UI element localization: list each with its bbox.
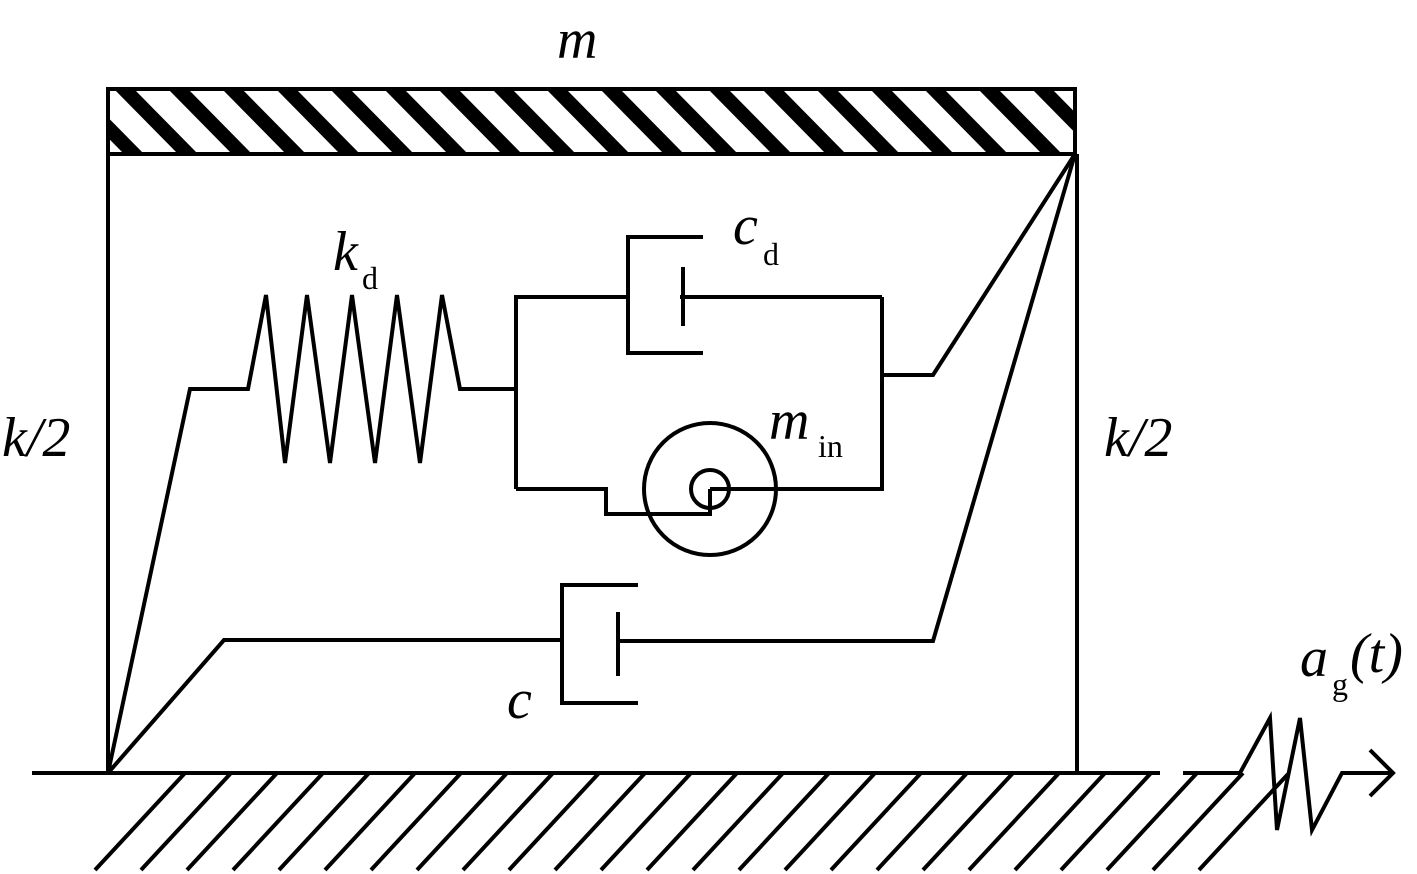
inerter-subscript: in <box>818 428 843 464</box>
damper-cd-subscript: d <box>763 236 779 272</box>
mass-hatch-stripe <box>600 89 684 154</box>
ground <box>32 771 1291 872</box>
damper-c <box>106 153 1077 775</box>
damper-c-label: c <box>507 669 532 731</box>
ground-hatch-line <box>967 773 1061 872</box>
ground-hatch-line <box>645 773 739 872</box>
spring-kd-label: k <box>333 221 358 283</box>
ground-hatch-line <box>1151 773 1245 872</box>
mass-hatch-stripe <box>762 89 846 154</box>
left-stiffness-label: k/2 <box>2 407 71 469</box>
parallel-cd-inerter-frame <box>514 152 1077 516</box>
ground-hatch-line <box>415 773 509 872</box>
ground-hatch-pattern <box>93 773 1291 872</box>
mass-hatch-stripe <box>222 89 306 154</box>
ground-hatch-line <box>599 773 693 872</box>
mass-hatch-stripe <box>654 89 738 154</box>
ground-hatch-line <box>553 773 647 872</box>
ground-hatch-line <box>1105 773 1199 872</box>
mass-hatch-stripe <box>924 89 1008 154</box>
mass-hatch-stripe <box>438 89 522 154</box>
mass-hatch-stripe <box>1032 89 1075 133</box>
mass-hatch-stripe <box>978 89 1062 154</box>
mass-hatch-stripe <box>384 89 468 154</box>
ground-hatch-line <box>1059 773 1153 872</box>
mass-hatch-stripe <box>546 89 630 154</box>
ground-hatch-line <box>783 773 877 872</box>
ground-hatch-line <box>323 773 417 872</box>
mass-hatch-stripe <box>870 89 954 154</box>
ground-acceleration-arrow <box>1183 710 1396 837</box>
ground-hatch-line <box>737 773 831 872</box>
mass-label: m <box>557 9 598 71</box>
ground-accel-argument: (t) <box>1350 623 1403 685</box>
damper-cd-label: c <box>733 195 758 257</box>
inerter-label: m <box>769 390 810 452</box>
mass-hatch-pattern <box>108 89 1170 154</box>
mass-hatch-stripe <box>708 89 792 154</box>
spring-kd <box>106 294 516 774</box>
mass-block <box>106 87 1170 156</box>
ground-accel-subscript: g <box>1332 666 1348 702</box>
mass-hatch-stripe <box>816 89 900 154</box>
right-stiffness-label: k/2 <box>1104 407 1173 469</box>
ground-hatch-line <box>461 773 555 872</box>
mass-hatch-stripe <box>1086 89 1170 154</box>
ground-hatch-line <box>277 773 371 872</box>
ground-hatch-line <box>185 773 279 872</box>
ground-hatch-line <box>1013 773 1107 872</box>
ground-hatch-line <box>691 773 785 872</box>
damper-cd <box>626 235 703 355</box>
mass-hatch-stripe <box>108 117 144 154</box>
ground-hatch-line <box>139 773 233 872</box>
ground-hatch-line <box>507 773 601 872</box>
mass-hatch-stripe <box>114 89 198 154</box>
spring-kd-subscript: d <box>362 260 378 296</box>
ground-hatch-line <box>921 773 1015 872</box>
mass-hatch-stripe <box>276 89 360 154</box>
mass-hatch-stripe <box>330 89 414 154</box>
mass-hatch-stripe <box>492 89 576 154</box>
inerter-min <box>642 421 778 557</box>
ground-accel-label: a <box>1300 627 1328 689</box>
ground-hatch-line <box>875 773 969 872</box>
mass-hatch-stripe <box>168 89 252 154</box>
ground-hatch-line <box>231 773 325 872</box>
ground-hatch-line <box>829 773 923 872</box>
ground-hatch-line <box>93 773 187 872</box>
ground-hatch-line <box>369 773 463 872</box>
